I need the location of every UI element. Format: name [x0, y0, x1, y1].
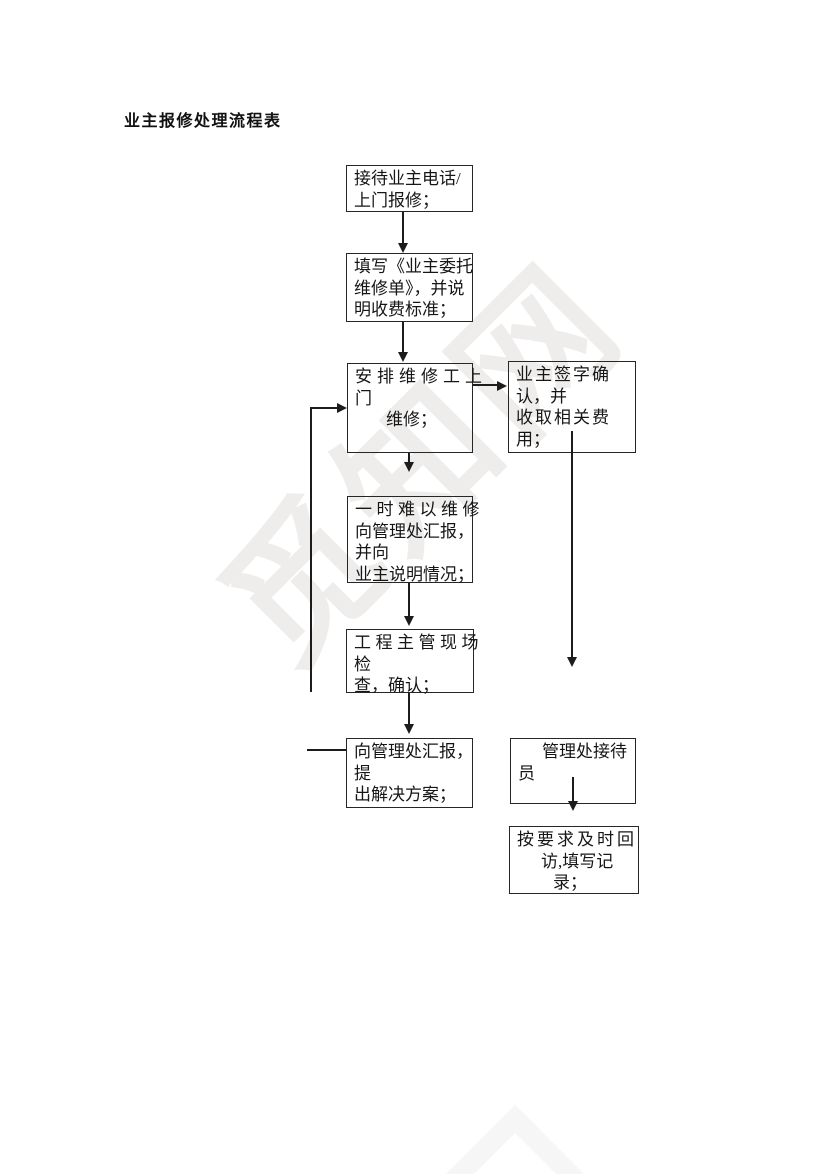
page-title: 业主报修处理流程表	[124, 113, 282, 130]
flow-box-line: 查，确认；	[354, 676, 439, 695]
flow-box-line: 上门报修；	[354, 190, 439, 210]
connector-line	[310, 407, 312, 692]
flow-box-line: 检	[354, 654, 371, 674]
arrow-line	[402, 212, 404, 244]
arrow-line	[402, 322, 404, 353]
arrow-head-right-icon	[337, 403, 347, 413]
arrow-line	[408, 453, 410, 463]
flow-box-line: 业主签字确	[516, 365, 611, 384]
arrow-head-right-icon	[497, 381, 507, 391]
flow-box-report-solution: 向管理处汇报， 提出解决方案；	[346, 738, 473, 808]
flow-box-line: 员	[518, 763, 535, 783]
connector-line	[310, 407, 339, 409]
flow-box-line: 安排维修工上	[355, 367, 487, 386]
flow-box-line: 向管理处汇报，	[355, 521, 474, 541]
arrow-head-down-icon	[398, 352, 408, 362]
flow-box-line: 一时难以维修	[355, 500, 484, 519]
flow-box-line: 明收费标准；	[354, 300, 456, 319]
flow-box-fill-repair-form: 填写《业主委托维修单》，并说明收费标准；	[346, 253, 473, 322]
flow-box-receive-call: 接待业主电话/上门报修；	[346, 165, 473, 212]
flow-box-supervisor-check: 工程主管现场检查，确认；	[346, 629, 483, 695]
flow-box-line: 用；	[516, 429, 550, 449]
flow-box-line: 工程主管现场	[354, 633, 483, 652]
flow-box-line: 出解决方案；	[354, 785, 456, 804]
connector-line	[307, 749, 346, 751]
flow-box-line: 提	[354, 763, 371, 783]
arrow-head-down-icon	[404, 462, 414, 472]
arrow-line	[571, 431, 573, 658]
flow-box-line: 接待业主电话/	[354, 169, 461, 188]
flow-box-line: 收取相关费	[516, 408, 611, 427]
flow-box-line: 按要求及时回	[517, 830, 637, 849]
arrow-head-down-icon	[398, 243, 408, 253]
flow-box-line: 录；	[553, 873, 587, 892]
flow-box-line: 维修；	[386, 410, 437, 429]
arrow-line	[408, 583, 410, 617]
flow-box-line: 并向	[355, 543, 389, 562]
flow-box-line: 向管理处汇报，	[354, 742, 473, 761]
flow-box-line: 管理处接待	[542, 742, 627, 761]
arrow-head-down-icon	[404, 616, 414, 626]
flow-box-revisit-record: 按要求及时回访,填写记录；	[509, 826, 639, 894]
watermark-corner: 觅	[394, 1104, 636, 1174]
flow-box-line: 认，并	[516, 386, 567, 406]
flow-box-assign-worker: 安排维修工上门维修；	[347, 363, 487, 453]
flow-box-line: 门	[355, 388, 372, 408]
flow-box-owner-sign-pay: 业主签字确认，并收取相关费用；	[508, 361, 636, 453]
arrow-head-down-icon	[404, 724, 414, 734]
flow-box-hard-to-repair: 一时难以维修向管理处汇报， 并向业主说明情况；	[347, 496, 484, 584]
flow-box-line: 访,填写记	[541, 851, 614, 871]
flow-box-receptionist: 管理处接待员	[510, 738, 636, 804]
arrow-line	[408, 693, 410, 725]
flow-box-line: 维修单》，并说	[354, 278, 465, 298]
flow-box-line: 填写《业主委托	[354, 257, 473, 276]
flow-box-line: 业主说明情况；	[355, 564, 474, 584]
arrow-head-down-icon	[567, 657, 577, 667]
